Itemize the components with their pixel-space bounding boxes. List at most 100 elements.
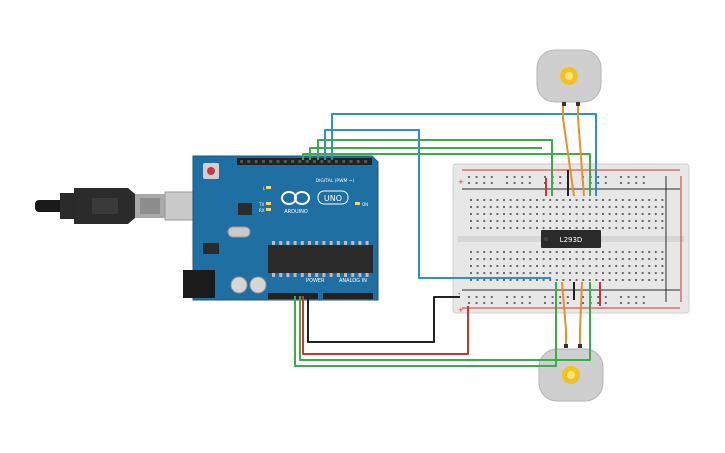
rail-hole <box>620 302 622 304</box>
breadboard-hole <box>575 265 578 267</box>
breadboard-hole <box>562 199 565 201</box>
rail-hole <box>468 182 470 184</box>
usb-cable[interactable] <box>35 188 196 224</box>
breadboard-hole <box>483 258 486 260</box>
rail-hole <box>506 302 508 304</box>
mcu-pin <box>365 241 369 245</box>
breadboard-hole <box>509 227 512 229</box>
breadboard-hole <box>628 251 631 253</box>
breadboard-hole <box>489 213 492 215</box>
breadboard-hole <box>529 213 532 215</box>
breadboard-hole <box>641 199 644 201</box>
dc-motor-bottom[interactable] <box>538 344 604 402</box>
breadboard-hole <box>648 265 651 267</box>
breadboard-hole <box>569 279 571 281</box>
breadboard-hole <box>654 272 657 274</box>
breadboard-hole <box>595 199 598 201</box>
rail-hole <box>483 296 486 298</box>
l293d-chip[interactable]: L293D <box>541 230 601 248</box>
breadboard-hole <box>516 251 519 253</box>
wire-blue-1[interactable] <box>331 113 597 196</box>
breadboard-hole <box>483 251 486 253</box>
breadboard-hole <box>549 279 552 281</box>
breadboard-hole <box>483 199 486 201</box>
power-header[interactable] <box>268 293 318 299</box>
breadboard-holes <box>468 176 664 304</box>
breadboard-hole <box>582 199 585 201</box>
breadboard-hole <box>608 265 611 267</box>
wire-orange-1[interactable] <box>562 106 575 197</box>
analog-header[interactable] <box>323 293 373 299</box>
wire-orange-2[interactable] <box>577 106 585 197</box>
rail-hole <box>582 296 584 298</box>
mcu-pin <box>286 241 290 245</box>
breadboard-hole <box>569 227 571 229</box>
wire-green-2[interactable] <box>309 147 542 160</box>
wire-green-4[interactable] <box>294 282 557 367</box>
breadboard-hole <box>562 251 565 253</box>
breadboard-hole <box>549 251 552 253</box>
breadboard-hole <box>496 213 499 215</box>
breadboard-hole <box>522 272 525 274</box>
breadboard-hole <box>503 251 505 253</box>
breadboard-hole <box>582 265 585 267</box>
rail-minus-bottom: - <box>458 290 461 298</box>
breadboard-hole <box>575 272 578 274</box>
breadboard-hole <box>509 220 512 222</box>
breadboard-hole <box>608 258 611 260</box>
rail-hole <box>506 176 508 178</box>
breadboard-hole <box>536 199 538 201</box>
digital-header[interactable] <box>240 160 368 163</box>
rail-hole <box>521 182 524 184</box>
arduino-uno-board[interactable]: ARDUINO UNO DIGITAL (PWM ~) L TX RX ON P… <box>183 155 379 301</box>
breadboard-hole <box>489 272 492 274</box>
wires[interactable] <box>294 106 601 367</box>
mcu-pin <box>329 273 333 277</box>
wire-green-1[interactable] <box>317 139 553 196</box>
breadboard-hole <box>483 220 486 222</box>
breadboard-hole <box>641 213 644 215</box>
breadboard-hole <box>476 206 479 208</box>
rail-hole <box>528 176 531 178</box>
breadboard-hole <box>615 199 618 201</box>
header-pin <box>313 160 316 163</box>
mcu-pin <box>365 273 369 277</box>
breadboard-hole <box>496 206 499 208</box>
header-pin <box>291 160 295 163</box>
wire-orange-4[interactable] <box>579 281 583 344</box>
mcu-pin <box>322 273 326 277</box>
breadboard-hole <box>615 251 618 253</box>
mcu-pin <box>300 273 304 277</box>
breadboard-hole <box>536 220 538 222</box>
breadboard-hole <box>536 258 538 260</box>
breadboard-hole <box>562 258 565 260</box>
breadboard-hole <box>648 220 651 222</box>
breadboard-hole <box>470 279 472 281</box>
breadboard-hole <box>549 220 552 222</box>
breadboard-hole <box>588 265 591 267</box>
breadboard-hole <box>608 220 611 222</box>
wire-orange-3[interactable] <box>561 281 567 344</box>
rail-hole <box>582 302 584 304</box>
breadboard-hole <box>608 251 611 253</box>
breadboard-hole <box>503 272 505 274</box>
wire-black-gnd[interactable] <box>307 296 460 343</box>
wire-green-5[interactable] <box>299 282 591 361</box>
wire-green-3[interactable] <box>302 153 591 196</box>
breadboard-hole <box>496 220 499 222</box>
breadboard-hole <box>654 213 657 215</box>
breadboard-hole <box>621 199 624 201</box>
breadboard-hole <box>628 227 631 229</box>
breadboard-hole <box>575 206 578 208</box>
breadboard-hole <box>595 206 598 208</box>
breadboard-hole <box>483 213 486 215</box>
breadboard-hole <box>641 265 644 267</box>
rail-hole <box>642 182 645 184</box>
breadboard-hole <box>654 220 657 222</box>
dc-motor-top[interactable] <box>536 49 602 106</box>
breadboard-hole <box>529 258 532 260</box>
breadboard-hole <box>608 199 611 201</box>
wire-red-5v[interactable] <box>302 296 469 355</box>
breadboard-hole <box>555 227 558 229</box>
